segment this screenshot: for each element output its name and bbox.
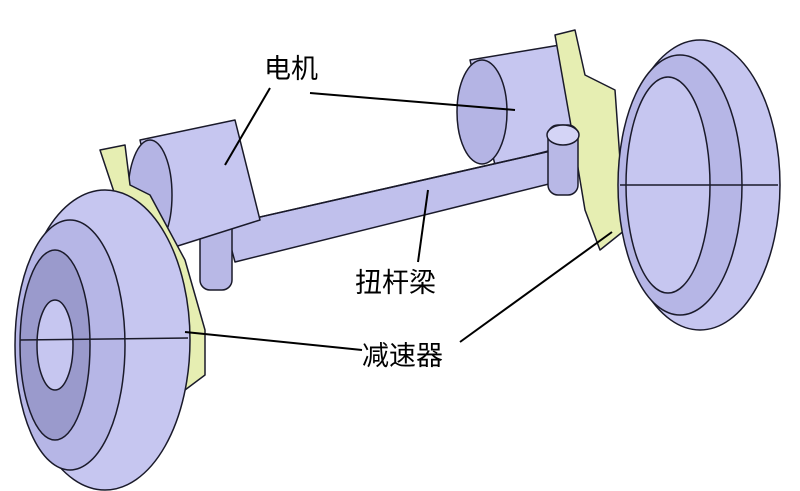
torsion-beam (224, 149, 566, 263)
reducer-leader-left (184, 331, 363, 351)
label-motor: 电机 (264, 54, 318, 85)
leader-lines (184, 87, 613, 351)
motor-leader-left (224, 87, 271, 166)
reducer-leader-right (459, 231, 613, 343)
beam-leader (417, 189, 429, 263)
label-torsion-beam: 扭杆梁 (355, 268, 436, 299)
label-reducer: 减速器 (362, 341, 443, 372)
motor-leader-right (309, 92, 516, 111)
left-wheel (14, 189, 191, 491)
right-shock (546, 124, 580, 196)
right-wheel (617, 39, 781, 331)
